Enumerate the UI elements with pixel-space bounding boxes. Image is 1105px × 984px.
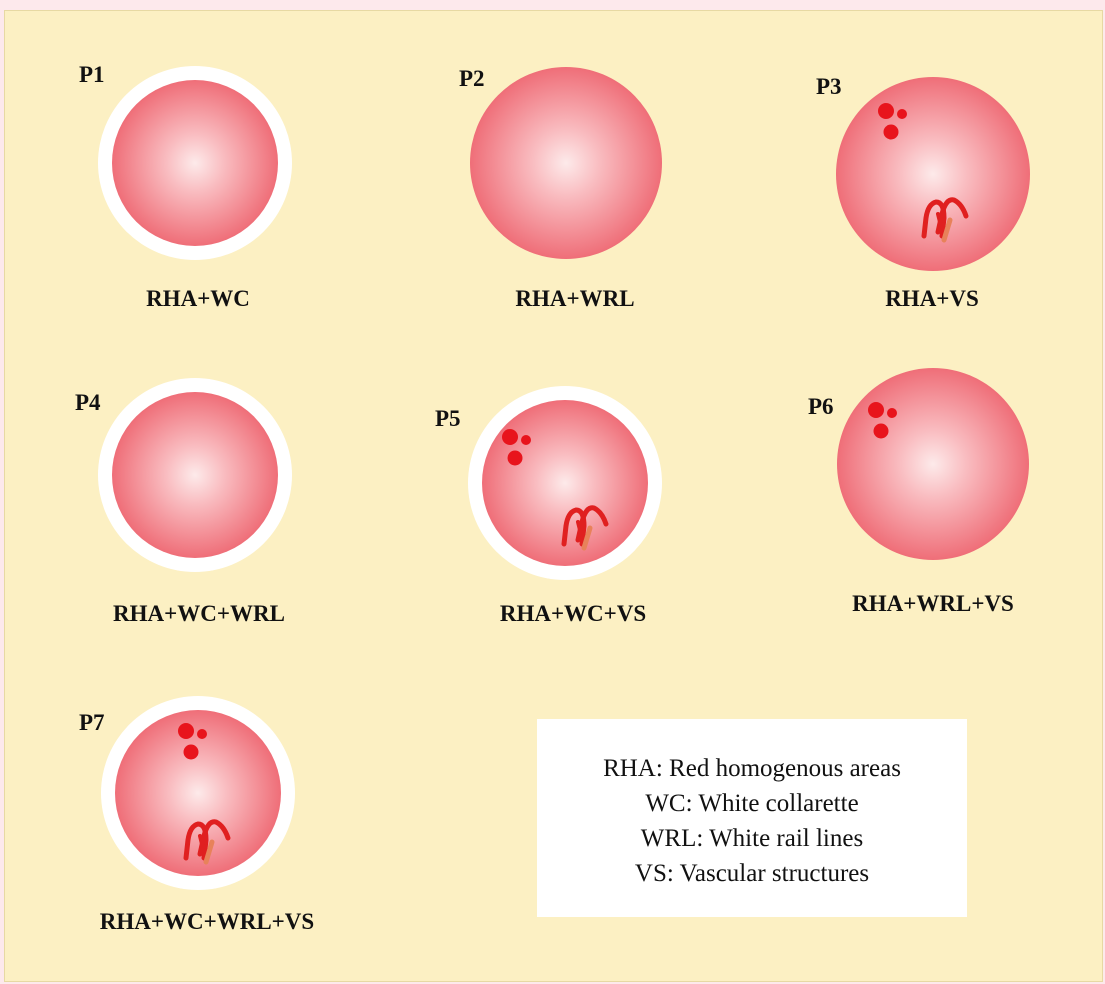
lesion-p2	[466, 67, 662, 259]
legend-item-vs: VS: Vascular structures	[537, 856, 967, 891]
legend-item-wrl: WRL: White rail lines	[537, 821, 967, 856]
caption-p2: RHA+WRL	[515, 287, 634, 310]
caption-p3: RHA+VS	[885, 287, 979, 310]
caption-p6: RHA+WRL+VS	[852, 592, 1014, 615]
panel-label-p2: P2	[459, 67, 485, 90]
panel-label-p3: P3	[816, 75, 842, 98]
caption-p7: RHA+WC+WRL+VS	[100, 910, 314, 933]
legend-item-rha: RHA: Red homogenous areas	[537, 751, 967, 786]
lesion-p3	[836, 77, 1030, 271]
lesion-p5	[468, 386, 662, 580]
panel-label-p5: P5	[435, 407, 461, 430]
lesion-p1	[98, 66, 292, 260]
lesion-p4	[95, 378, 292, 572]
panel-label-p7: P7	[79, 711, 105, 734]
legend-box: RHA: Red homogenous areas WC: White coll…	[537, 719, 967, 917]
panel-label-p4: P4	[75, 391, 101, 414]
legend-item-wc: WC: White collarette	[537, 786, 967, 821]
panel-label-p6: P6	[808, 395, 834, 418]
caption-p1: RHA+WC	[146, 287, 250, 310]
panel-label-p1: P1	[79, 63, 105, 86]
lesion-p7	[98, 696, 295, 890]
caption-p4: RHA+WC+WRL	[113, 602, 285, 625]
lesion-p6	[833, 368, 1029, 560]
caption-p5: RHA+WC+VS	[500, 602, 646, 625]
